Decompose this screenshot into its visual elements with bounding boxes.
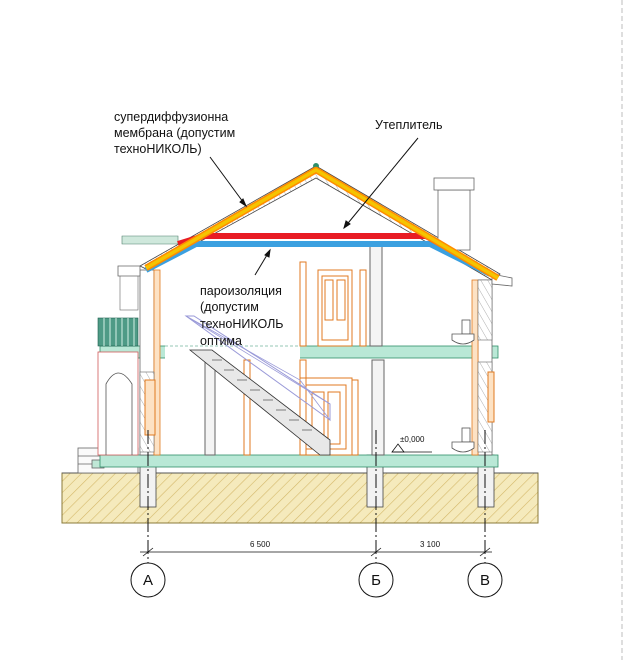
toilet-icons: [451, 319, 475, 453]
insulation-label: Утеплитель: [375, 118, 442, 132]
level-mark-text: ±0,000: [400, 435, 425, 444]
ground: [61, 472, 539, 524]
axis-label-v: В: [480, 572, 490, 589]
second-floor-walls: [299, 245, 383, 347]
membrane-label: супердиффузионна мембрана (допустим техн…: [114, 110, 239, 156]
ground-floor-slab: [99, 454, 499, 468]
axis-bubble-v: В: [467, 562, 503, 598]
axis-lines: [147, 430, 486, 564]
right-wall: [471, 279, 493, 456]
vapor-barrier-label: пароизоляция (допустим техноНИКОЛЬ оптим…: [200, 284, 287, 348]
axis-bubble-b: Б: [358, 562, 394, 598]
staircase: [184, 315, 331, 456]
axis-bubble-a: А: [130, 562, 166, 598]
dimension-ab: 6 500: [250, 540, 271, 549]
axis-label-a: А: [143, 572, 153, 589]
level-mark: ±0,000: [391, 435, 432, 453]
second-floor-door: [317, 269, 353, 347]
membrane-line-inner: [145, 168, 499, 280]
chimney: [433, 177, 475, 251]
foundations: [139, 454, 495, 508]
axis-label-b: Б: [371, 572, 381, 589]
dimension-bv: 3 100: [420, 540, 441, 549]
dimension-line: [140, 547, 492, 557]
porch: [97, 317, 139, 456]
leader-lines: [209, 137, 419, 276]
